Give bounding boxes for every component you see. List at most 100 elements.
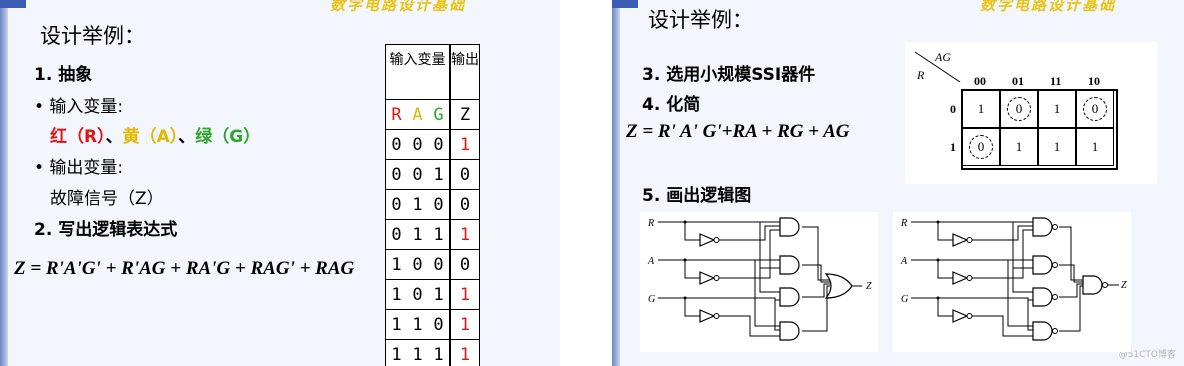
input-cell: 1 — [428, 279, 451, 310]
step-1: 1. 抽象 — [34, 65, 93, 85]
col-header-a: A — [407, 99, 428, 130]
slide-side-bar — [0, 0, 8, 366]
input-label: A — [647, 256, 655, 267]
wire — [1027, 298, 1033, 331]
input-cell: 1 — [428, 339, 451, 366]
input-cell: 0 — [385, 189, 407, 220]
wire — [802, 264, 830, 283]
input-cell: 1 — [385, 339, 407, 366]
output-label: Z — [1121, 280, 1127, 291]
input-label: R — [647, 218, 654, 229]
output-cell: 1 — [449, 129, 480, 160]
output-desc: 故障信号（Z） — [50, 189, 164, 209]
input-cell: 1 — [407, 309, 428, 340]
kmap-cell: 0 — [1076, 90, 1114, 128]
inverter-bubble — [1102, 282, 1108, 288]
inverter-bubble — [966, 313, 973, 319]
wire — [774, 298, 780, 331]
wire — [937, 260, 953, 279]
wire — [802, 283, 830, 298]
wire — [735, 229, 780, 279]
junction-dot — [683, 296, 687, 300]
truth-table-group-inputs: 输入变量 — [385, 44, 451, 100]
output-cell: 0 — [449, 159, 480, 190]
output-cell: 0 — [449, 249, 480, 280]
kmap-circled-value: 0 — [1083, 97, 1107, 121]
wire — [740, 259, 780, 327]
slide-left: 数字电路设计基础 设计举例： 1. 抽象 • 输入变量: 红（R）、黄（A）、绿… — [0, 0, 560, 366]
input-cell: 0 — [407, 279, 428, 310]
kmap-circled-value: 0 — [1007, 97, 1031, 121]
wire — [1059, 285, 1083, 332]
wire — [988, 315, 1033, 337]
input-cell: 0 — [428, 249, 451, 280]
slide-top-cap — [0, 0, 26, 8]
input-label: A — [900, 256, 908, 267]
input-green: 绿（G） — [195, 127, 261, 147]
kmap-col-var: AG — [935, 50, 951, 64]
and-gate — [779, 287, 800, 307]
wire — [1059, 226, 1083, 281]
input-cell: 0 — [407, 249, 428, 280]
junction-dot — [936, 220, 940, 224]
wire — [684, 222, 700, 241]
kmap-cell: 1 — [1038, 128, 1076, 166]
output-cell: 1 — [449, 279, 480, 310]
input-cell: 0 — [385, 129, 407, 160]
slide-header: 数字电路设计基础 — [980, 0, 1117, 14]
input-cell: 1 — [385, 279, 407, 310]
output-cell: 0 — [449, 189, 480, 220]
step-3: 3. 选用小规模SSI器件 — [642, 65, 816, 85]
kmap-cell: 1 — [1076, 128, 1114, 166]
step-4: 4. 化简 — [642, 95, 701, 115]
nand-gate — [1032, 255, 1053, 275]
col-header-z: Z — [449, 99, 480, 130]
kmap-col-label: 11 — [1050, 74, 1062, 88]
col-header-r: R — [385, 99, 407, 130]
input-label: G — [648, 294, 655, 305]
inverter-bubble — [1052, 262, 1058, 268]
sep: 、 — [178, 127, 196, 147]
or-gate — [824, 273, 853, 299]
input-cell: 0 — [428, 189, 451, 220]
wire — [1059, 283, 1083, 298]
output-cell: 1 — [449, 309, 480, 340]
input-cell: 1 — [407, 189, 428, 220]
junction-dot — [936, 258, 940, 262]
bullet-output-vars: • 输出变量: — [34, 158, 124, 178]
output-cell: 1 — [449, 219, 480, 250]
inverter-bubble — [713, 275, 720, 281]
input-cell: 0 — [407, 159, 428, 190]
simplified-expression: Z = R' A' G'+RA + RG + AG — [626, 121, 850, 142]
kmap-circled-value: 0 — [969, 135, 993, 159]
logic-diagram-1: R A G Z — [640, 212, 878, 352]
wire — [1059, 264, 1083, 283]
input-cell: 1 — [407, 219, 428, 250]
output-label: Z — [866, 281, 872, 292]
wire — [937, 298, 953, 317]
kmap-cell: 1 — [1000, 128, 1038, 166]
inverter-bubble — [966, 237, 973, 243]
truth-table-group-output: 输出 — [449, 44, 480, 100]
input-cell: 1 — [385, 249, 407, 280]
not-gate — [952, 309, 969, 323]
and-gate — [779, 255, 800, 275]
wire — [993, 297, 1033, 301]
kmap-cell: 1 — [1038, 90, 1076, 128]
wire — [684, 260, 700, 279]
kmap-row-label: 1 — [950, 140, 956, 154]
step-2: 2. 写出逻辑表达式 — [34, 220, 178, 240]
not-gate — [699, 233, 716, 247]
wire — [802, 285, 830, 332]
input-label: G — [901, 294, 908, 305]
input-label: R — [900, 218, 907, 229]
kmap-col-label: 01 — [1012, 74, 1024, 88]
input-yellow: 黄（A） — [122, 127, 179, 147]
input-cell: 0 — [428, 129, 451, 160]
inverter-bubble — [1052, 294, 1058, 300]
